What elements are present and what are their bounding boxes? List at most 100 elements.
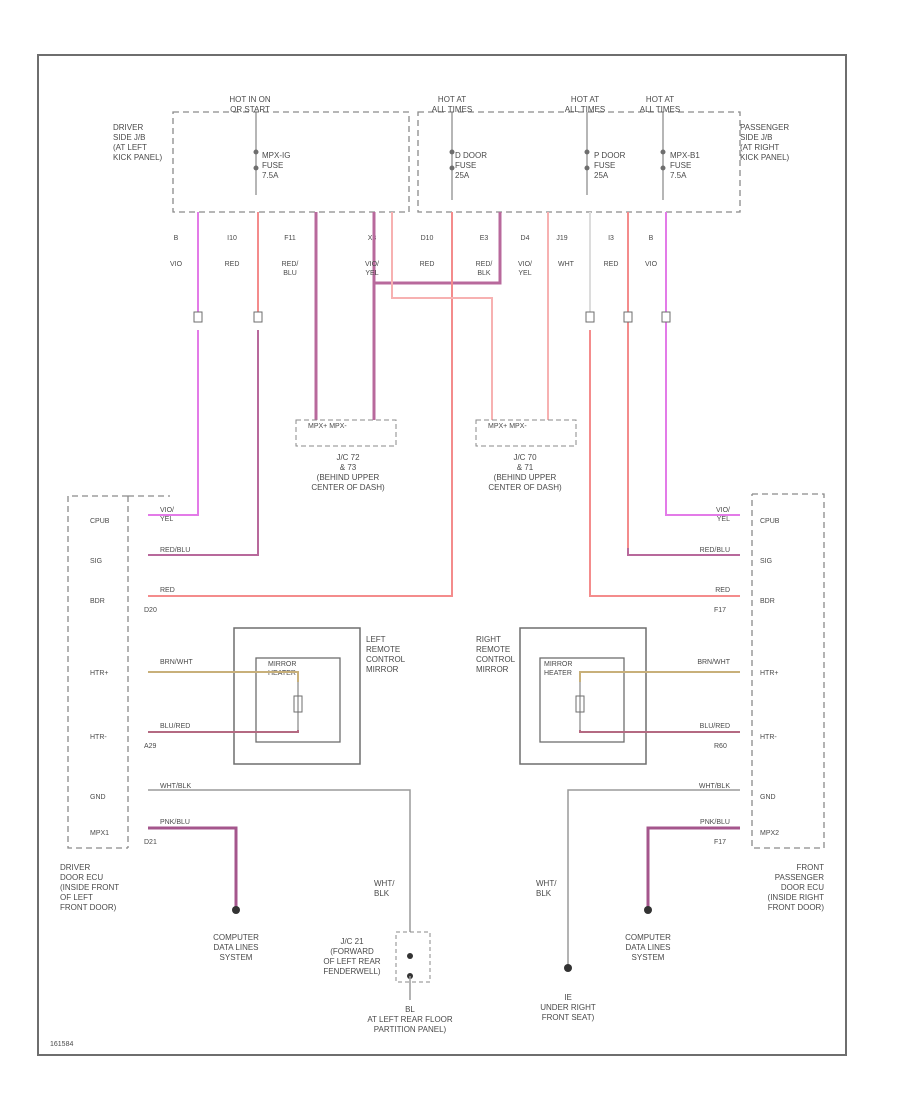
driver-ecu-conn-3: D21 — [144, 839, 157, 846]
driver-ecu-box — [67, 495, 128, 849]
ground-right-terminal — [564, 964, 572, 972]
wire-red-blu-sig-right — [627, 548, 740, 556]
pin-label: J19 — [556, 235, 567, 242]
left-mirror-box — [233, 627, 361, 765]
wire-vio-yel-cross — [374, 212, 502, 285]
driver-wire-tag: BRN/WHT — [160, 659, 193, 666]
wire-label: RED — [420, 261, 435, 268]
passenger-terminal: SIG — [760, 558, 772, 565]
pin-label: D4 — [521, 235, 530, 242]
passenger-wire-tag: RED/BLU — [700, 547, 730, 554]
passenger-wire-tag: PNK/BLU — [700, 819, 730, 826]
passenger-wire-tag: BRN/WHT — [697, 659, 730, 666]
passenger-ecu-conn-3: F17 — [714, 839, 726, 846]
wire-label: WHT — [558, 261, 575, 268]
computer-right-terminal — [644, 906, 652, 914]
driver-ecu-conn-2: A29 — [144, 743, 157, 750]
passenger-junction-block — [417, 111, 741, 213]
wire-label: RED — [225, 261, 240, 268]
driver-wire-tag: BLU/RED — [160, 723, 190, 730]
driver-wire-tag: WHT/BLK — [160, 783, 191, 790]
wire-label: VIO — [645, 261, 658, 268]
heater-wires — [148, 671, 740, 733]
passenger-terminal: MPX2 — [760, 830, 779, 837]
mpx-wires — [148, 826, 740, 908]
driver-terminal: MPX1 — [90, 830, 109, 837]
jc-right-pins: MPX+ MPX- — [488, 423, 527, 430]
diagram-frame — [37, 54, 847, 1056]
pin-label: D10 — [421, 235, 434, 242]
wire-red-bdr-right — [589, 330, 740, 597]
driver-wire-tag: RED/BLU — [160, 547, 190, 554]
wire-vio-right — [665, 212, 740, 516]
computer-left-terminal — [232, 906, 240, 914]
passenger-wire-tag: WHT/BLK — [699, 783, 730, 790]
driver-wire-tag: VIO/YEL — [160, 507, 174, 523]
reference-code: 161584 — [50, 1041, 73, 1048]
pin-label: B — [174, 235, 179, 242]
jc21-box — [395, 931, 431, 983]
pin-label: I10 — [227, 235, 237, 242]
fuse-symbols — [253, 112, 666, 200]
wire-red-yel — [391, 212, 493, 420]
wires-top — [148, 212, 740, 597]
jc-left-box — [295, 419, 397, 447]
passenger-wire-tag: BLU/RED — [700, 723, 730, 730]
driver-terminal: HTR- — [90, 734, 107, 741]
passenger-wire-tag: VIO/YEL — [716, 507, 730, 523]
passenger-terminal: HTR- — [760, 734, 777, 741]
driver-terminal: HTR+ — [90, 670, 108, 677]
pin-label: X3 — [368, 235, 377, 242]
passenger-ecu-conn-2: R60 — [714, 743, 727, 750]
wire-label: RED/BLU — [282, 261, 299, 277]
driver-terminal: GND — [90, 794, 106, 801]
passenger-ecu-conn-1: F17 — [714, 607, 726, 614]
jc21-dot-1 — [407, 953, 413, 959]
driver-junction-block — [172, 111, 410, 213]
pin-label: F11 — [284, 235, 296, 242]
passenger-wire-tag: RED — [715, 587, 730, 594]
pin-label: I3 — [608, 235, 614, 242]
wire-label: RED — [604, 261, 619, 268]
jc-left-pins: MPX+ MPX- — [308, 423, 347, 430]
pin-label: E3 — [480, 235, 489, 242]
passenger-ecu-box — [751, 493, 825, 849]
left-heater-element — [293, 682, 303, 730]
wire-label: VIO/YEL — [365, 261, 379, 277]
right-mirror-heater-box — [539, 657, 625, 743]
driver-ecu-conn-1: D20 — [144, 607, 157, 614]
right-heater-element — [575, 682, 585, 730]
passenger-terminal: HTR+ — [760, 670, 778, 677]
passenger-terminal: CPUB — [760, 518, 780, 525]
right-mirror-box — [519, 627, 647, 765]
wht-blk-right-label: WHT/BLK — [536, 879, 557, 898]
driver-wire-tag: PNK/BLU — [160, 819, 190, 826]
ground-wires — [148, 789, 740, 966]
wht-blk-left-label: WHT/BLK — [374, 879, 395, 898]
left-mirror-heater-box — [255, 657, 341, 743]
jc-right-box — [475, 419, 577, 447]
wire-vio-left — [148, 212, 199, 516]
wire-label: VIO — [170, 261, 183, 268]
